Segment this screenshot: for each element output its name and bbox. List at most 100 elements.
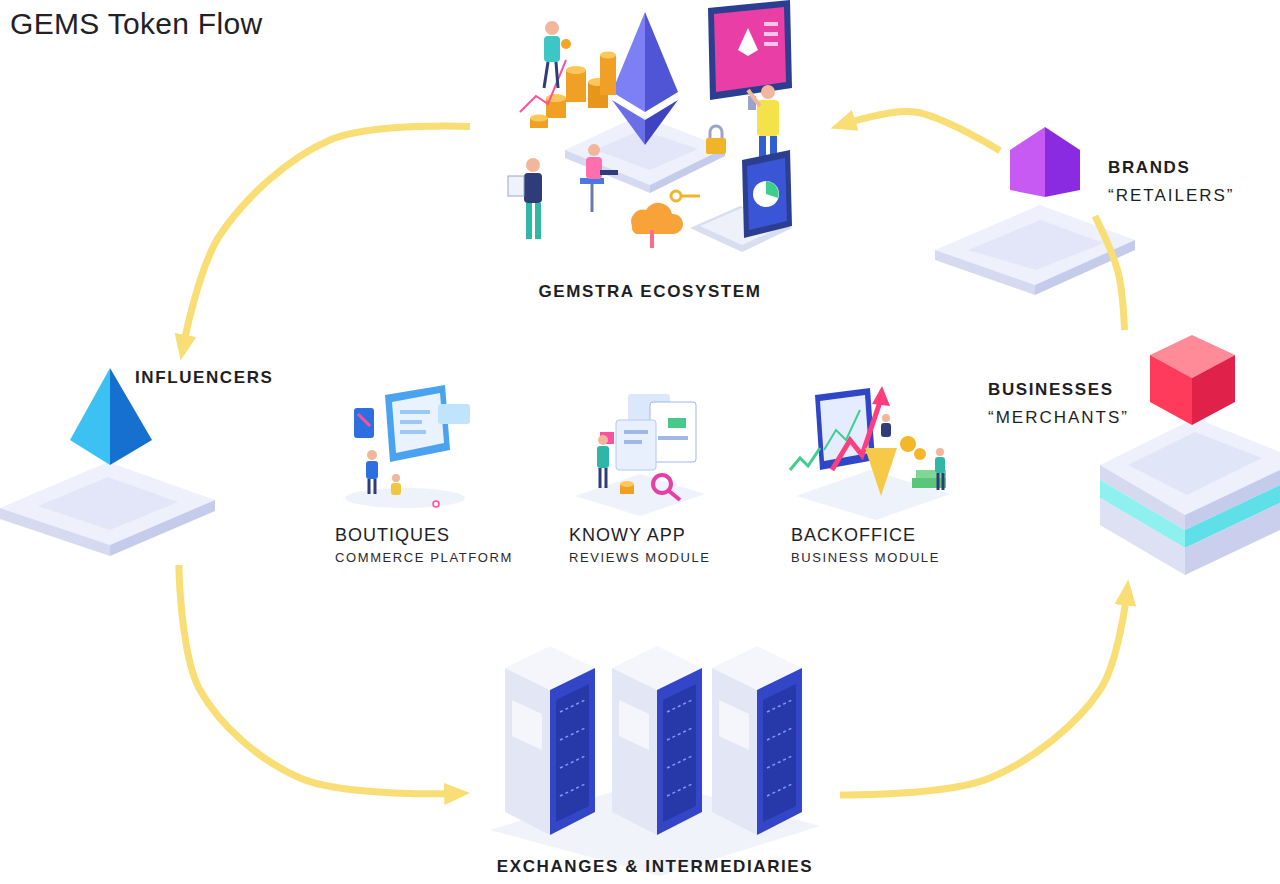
- ecosystem-illustration: [681, 195, 700, 198]
- module-node: BOUTIQUESCOMMERCE PLATFORM: [330, 380, 535, 575]
- servers-illustration: [767, 784, 792, 796]
- ecosystem-illustration: [580, 144, 618, 212]
- knowy-illustration: [653, 475, 671, 493]
- servers-illustration: [612, 646, 702, 835]
- backoffice-illustration: [796, 470, 950, 520]
- ecosystem-illustration: [566, 66, 586, 74]
- servers-illustration: [505, 646, 595, 835]
- node-label: BRANDS: [1108, 154, 1190, 182]
- knowy-illustration: [575, 394, 705, 516]
- knowy-illustration: [650, 402, 696, 462]
- backoffice-illustration: [865, 448, 897, 496]
- flow-arrow: [840, 593, 1127, 794]
- businesses-illustration: [1185, 503, 1280, 575]
- influencers-illustration: [0, 462, 215, 545]
- ecosystem-illustration: [600, 55, 616, 95]
- ecosystem-illustration: [600, 170, 618, 175]
- node-label: INFLUENCERS: [135, 364, 274, 392]
- servers-illustration: [556, 684, 589, 822]
- module-node: BACKOFFICEBUSINESS MODULE: [786, 380, 976, 575]
- ecosystem-illustration: [508, 158, 542, 239]
- ecosystem-illustration: [544, 62, 548, 88]
- servers-illustration: [667, 728, 692, 740]
- ecosystem-illustration: [530, 115, 548, 122]
- ecosystem-illustration: [588, 144, 600, 156]
- ecosystem-illustration: [747, 158, 787, 230]
- ecosystem-illustration: [556, 62, 558, 88]
- servers-illustration: [667, 700, 692, 712]
- backoffice-illustration: [790, 386, 950, 520]
- ecosystem-illustration: [710, 126, 722, 138]
- servers-illustration: [767, 728, 792, 740]
- backoffice-illustration: [914, 448, 926, 460]
- ecosystem-illustration: [738, 28, 758, 56]
- knowy-illustration: [575, 474, 705, 516]
- merchant-node: BUSINESSES“MERCHANTS”: [980, 330, 1275, 580]
- diagram-title: GEMS Token Flow: [10, 6, 262, 42]
- knowy-illustration: [668, 418, 686, 428]
- servers-illustration: [560, 700, 585, 712]
- backoffice-illustration: [815, 388, 875, 470]
- servers-illustration: [712, 646, 802, 835]
- boutiques-illustration: [366, 461, 378, 479]
- node-sublabel: “RETAILERS”: [1108, 182, 1235, 210]
- ecosystem-illustration: [591, 184, 594, 212]
- servers-illustration: [560, 784, 585, 796]
- ecosystem-illustration: [650, 230, 654, 248]
- servers-illustration: [719, 700, 749, 750]
- backoffice-illustration: [937, 473, 940, 490]
- ecosystem-illustration: [612, 12, 645, 112]
- influencers-illustration: [0, 368, 215, 556]
- ecosystem-illustration: [545, 21, 559, 35]
- ecosystem-illustration: [645, 100, 678, 145]
- knowy-illustration: [616, 420, 656, 470]
- ecosystem-illustration: [561, 39, 571, 49]
- ecosystem-illustration: [706, 138, 726, 154]
- ecosystem-illustration: [631, 203, 683, 234]
- node-label: GEMSTRA ECOSYSTEM: [538, 278, 761, 306]
- ecosystem-node: GEMSTRA ECOSYSTEM: [470, 4, 830, 310]
- ecosystem-illustration: [708, 0, 792, 110]
- servers-illustration: [512, 700, 542, 750]
- boutiques-illustration: [367, 450, 377, 460]
- businesses-illustration: [1150, 355, 1192, 425]
- businesses-illustration: [1100, 335, 1280, 575]
- exchange-node: EXCHANGES & INTERMEDIARIES: [470, 640, 840, 884]
- backoffice-illustration: [912, 478, 946, 488]
- node-sublabel: “MERCHANTS”: [988, 404, 1129, 432]
- servers-illustration: [490, 646, 820, 876]
- ecosystem-illustration: [764, 32, 778, 36]
- ecosystem-illustration: [600, 52, 616, 59]
- ecosystem-illustration: [748, 90, 760, 106]
- retailer-node: BRANDS“RETAILERS”: [1000, 120, 1250, 216]
- node-label: BACKOFFICE: [791, 522, 916, 548]
- boutiques-illustration: [354, 408, 374, 438]
- node-sublabel: REVIEWS MODULE: [569, 548, 711, 568]
- backoffice-illustration: [935, 457, 945, 473]
- backoffice-illustration: [936, 448, 944, 456]
- node-label: EXCHANGES & INTERMEDIARIES: [497, 853, 813, 881]
- servers-illustration: [550, 668, 595, 835]
- servers-illustration: [712, 668, 757, 835]
- influencers-illustration: [70, 368, 110, 465]
- knowy-illustration: [658, 436, 688, 440]
- flow-arrow: [183, 126, 470, 347]
- ecosystem-illustration: [766, 181, 779, 198]
- influencers-illustration: [38, 477, 178, 530]
- ecosystem-illustration: [544, 36, 560, 62]
- businesses-illustration: [1192, 355, 1235, 425]
- knowy-illustration: [598, 435, 608, 445]
- ecosystem-illustration: [520, 60, 566, 112]
- node-label: BUSINESSES: [988, 376, 1114, 404]
- ecosystem-illustration: [508, 0, 792, 252]
- ecosystem-illustration: [671, 191, 681, 201]
- ecosystem-illustration: [526, 158, 540, 172]
- ecosystem-illustration: [645, 12, 678, 112]
- ecosystem-illustration: [742, 150, 792, 238]
- servers-illustration: [619, 700, 649, 750]
- servers-illustration: [767, 700, 792, 712]
- knowy-illustration: [624, 430, 648, 434]
- servers-illustration: [757, 668, 802, 835]
- backoffice-illustration: [790, 448, 820, 470]
